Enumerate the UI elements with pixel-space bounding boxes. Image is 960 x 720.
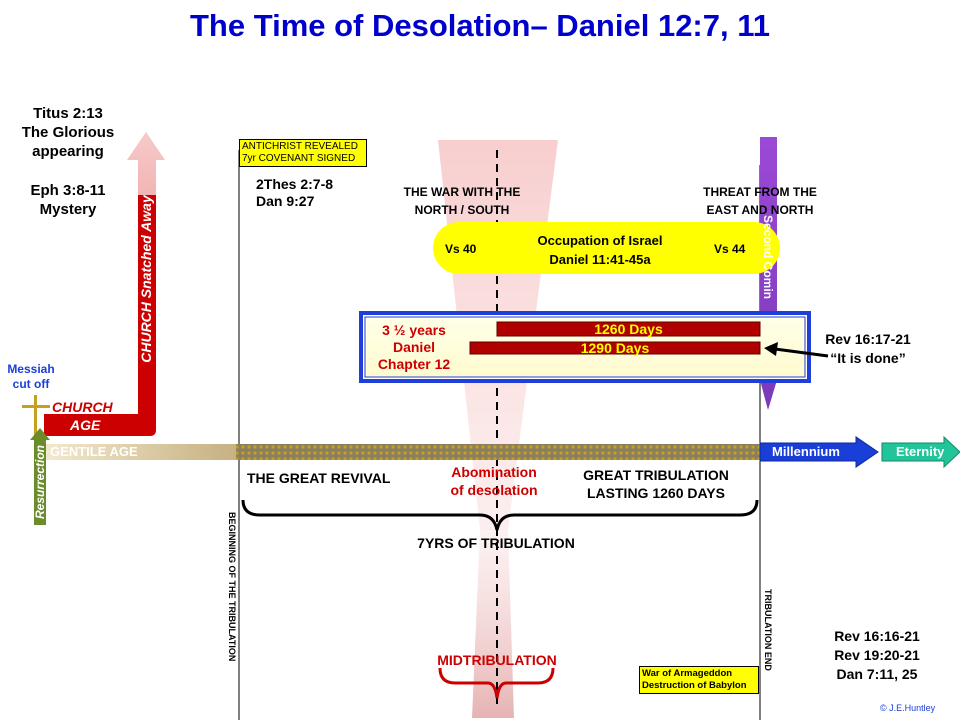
gentile-age-label: GENTILE AGE — [50, 444, 138, 459]
seven-years-brace — [241, 499, 759, 531]
thes-ref: 2Thes 2:7-8 Dan 9:27 — [256, 176, 334, 209]
bar-1260 — [496, 321, 761, 337]
bar-1290 — [469, 341, 761, 355]
millennium-label: Millennium — [772, 444, 840, 459]
copyright: © J.E.Huntley — [880, 703, 936, 713]
abomination-label: Abomination of desolation — [450, 464, 538, 498]
antichrist-line2: 7yr COVENANT SIGNED — [242, 153, 356, 164]
antichrist-line1: ANTICHRIST REVEALED — [242, 141, 358, 152]
great-revival: THE GREAT REVIVAL — [247, 470, 391, 486]
threat-east-north: THREAT FROM THE EAST AND NORTH — [703, 185, 817, 217]
resurrection-label: Resurrection — [33, 444, 47, 520]
antichrist-box: ANTICHRIST REVEALED 7yr COVENANT SIGNED — [239, 139, 367, 167]
tribulation-end-label: TRIBULATION END — [763, 589, 773, 671]
bottom-refs: Rev 16:16-21 Rev 19:20-21 Dan 7:11, 25 — [834, 628, 920, 682]
daniel-box-label: 3 ½ years Daniel Chapter 12 — [377, 322, 451, 372]
eph-ref: Eph 3:8-11 Mystery — [30, 182, 106, 218]
war-north-south: THE WAR WITH THE NORTH / SOUTH — [403, 185, 521, 217]
church-age-label: CHURCH AGE — [52, 399, 113, 433]
beginning-tribulation-label: BEGINNING OF THE TRIBULATION — [227, 512, 237, 662]
occupation-title: Occupation of Israel Daniel 11:41-45a — [537, 233, 663, 267]
bar-1260-label: 1260 Days — [594, 321, 663, 337]
seven-years-label: 7YRS OF TRIBULATION — [417, 535, 575, 551]
occupation-capsule — [433, 222, 780, 274]
midtrib-cone-bottom — [472, 530, 514, 718]
church-age-block — [44, 195, 156, 436]
titus-ref: Titus 2:13 The Glorious appearing — [21, 105, 115, 160]
church-snatched-label: CHURCH Snatched Away — [138, 195, 154, 363]
rev-it-is-done: Rev 16:17-21 “It is done” — [825, 331, 911, 366]
millennium-arrow — [759, 436, 879, 468]
armageddon-box: War of Armageddon Destruction of Babylon — [639, 666, 759, 694]
occupation-vs40: Vs 40 — [445, 242, 477, 256]
second-coming-label: Second Comin — [761, 215, 775, 300]
great-tribulation: GREAT TRIBULATION LASTING 1260 DAYS — [583, 467, 729, 501]
page-title: The Time of Desolation– Daniel 12:7, 11 — [189, 8, 770, 43]
eternity-arrow — [881, 435, 960, 469]
midtrib-brace — [438, 667, 555, 699]
eternity-label: Eternity — [896, 444, 945, 459]
messiah-label: Messiah cut off — [7, 362, 55, 391]
occupation-vs44: Vs 44 — [714, 242, 746, 256]
resurrection-arrow — [30, 428, 50, 525]
bar-1290-label: 1290 Days — [580, 340, 650, 356]
midtribulation-label: MIDTRIBULATION — [437, 652, 557, 668]
